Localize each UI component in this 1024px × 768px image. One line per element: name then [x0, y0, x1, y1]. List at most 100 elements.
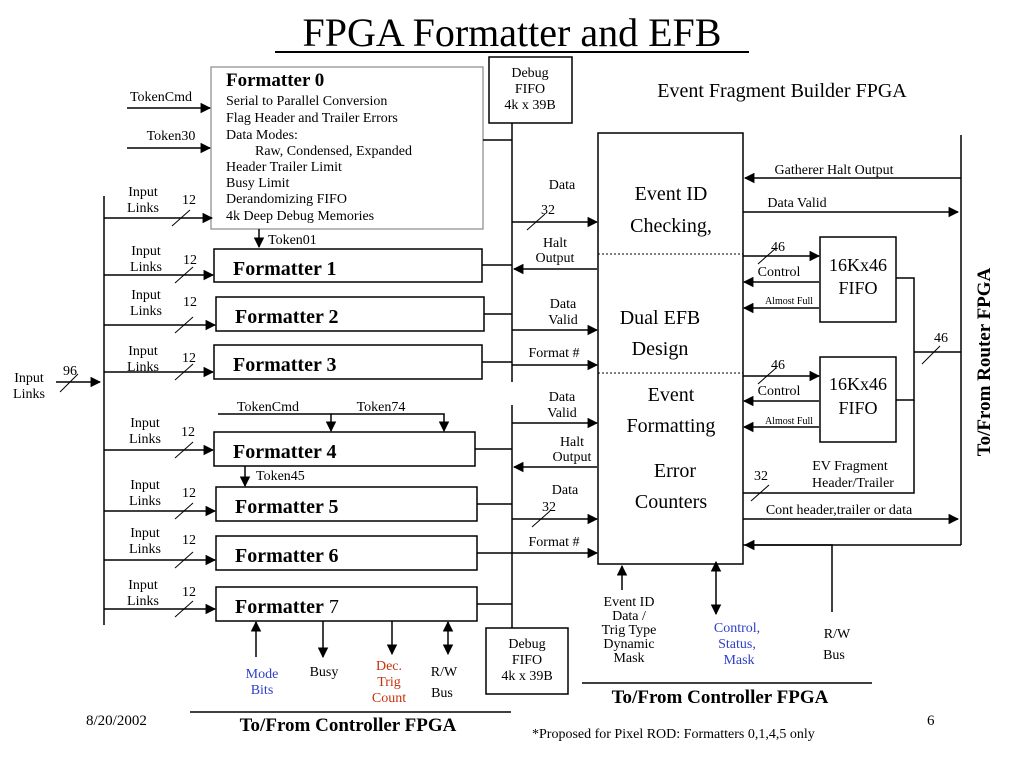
format-label: Format # — [529, 346, 580, 361]
width-slash — [174, 266, 194, 284]
ev-fragment-label: EV Fragment — [812, 459, 888, 474]
debug-fifo-text: 4k x 39B — [501, 669, 552, 684]
input-links-label: Links — [130, 304, 162, 319]
fifo-bottom-box — [819, 356, 897, 443]
rw-bus-right-label: Bus — [823, 648, 845, 663]
data-valid-label: Data — [549, 390, 576, 405]
mode-bits-label: Mode — [246, 667, 279, 682]
formatter-3-label: Formatter 3 — [233, 354, 336, 376]
input-links-label: Input — [130, 526, 160, 541]
input-links-label: Input — [128, 344, 158, 359]
efb-error-text: Error — [654, 460, 697, 482]
input-links-label: Input — [130, 416, 160, 431]
input-links-label: Links — [127, 360, 159, 375]
input-links-main-label: Links — [13, 387, 45, 402]
mode-bits-label: Bits — [251, 683, 274, 698]
formatter-0-line: Data Modes: — [226, 128, 298, 143]
almost-full-label: Almost Full — [765, 296, 813, 307]
data-valid-right-label: Data Valid — [767, 196, 826, 211]
formatter-6-label: Formatter 6 — [235, 545, 338, 567]
width-12-label: 12 — [183, 253, 197, 268]
width-12-label: 12 — [182, 351, 196, 366]
efb-error-text: Counters — [635, 491, 707, 513]
busy-label: Busy — [310, 665, 339, 680]
control-status-label: Control, — [714, 621, 760, 636]
formatter-5-label: Formatter 5 — [235, 496, 338, 518]
efb-center-box — [597, 132, 744, 565]
formatter-1-box — [213, 248, 483, 283]
rw-bus-left-label: Bus — [431, 686, 453, 701]
tokencmd-mid-arrow — [218, 413, 337, 433]
efb-dual-text: Dual EFB — [620, 307, 701, 329]
event-id-data-label: Event ID — [604, 595, 655, 610]
formatter-5-box — [215, 486, 478, 522]
halt-output-label: Output — [553, 450, 592, 465]
fifo-text: 16Kx46 — [829, 374, 887, 394]
width-32-label: 32 — [542, 500, 556, 515]
formatter-0-box — [210, 66, 484, 230]
formatter-0-line: 4k Deep Debug Memories — [226, 209, 374, 224]
event-id-data-label: Trig Type — [602, 623, 657, 638]
width-46-label: 46 — [771, 358, 785, 373]
data-label: Data — [552, 483, 579, 498]
data-valid-label: Data — [550, 297, 577, 312]
token01-label: Token01 — [268, 233, 317, 248]
event-id-data-label: Data / — [612, 609, 646, 624]
cont-header-label: Cont header,trailer or data — [766, 503, 913, 518]
token45-label: Token45 — [256, 469, 305, 484]
width-slash — [174, 600, 194, 618]
debug-fifo-text: Debug — [511, 66, 548, 81]
width-slash — [921, 345, 941, 365]
width-slash — [174, 316, 194, 334]
width-slash — [171, 209, 191, 227]
tokencmd-mid-label: TokenCmd — [237, 400, 299, 415]
width-slash — [174, 502, 194, 520]
width-12-label: 12 — [181, 425, 195, 440]
fifo-merge-line — [896, 277, 915, 401]
formatter-0-title: Formatter 0 — [226, 70, 324, 91]
width-46-label: 46 — [771, 240, 785, 255]
input-links-label: Links — [129, 432, 161, 447]
efb-event-id-text: Checking, — [630, 215, 712, 237]
width-slash — [174, 363, 194, 381]
debug-fifo-text: FIFO — [515, 82, 545, 97]
gatherer-halt-label: Gatherer Halt Output — [775, 163, 894, 178]
input-links-label: Input — [131, 244, 161, 259]
width-slash — [174, 441, 194, 459]
width-96-label: 96 — [63, 364, 77, 379]
efb-title: Event Fragment Builder FPGA — [657, 80, 907, 102]
tokencmd-label: TokenCmd — [130, 90, 192, 105]
dec-trig-count-label: Count — [372, 691, 406, 706]
efb-format-text: Event — [648, 384, 695, 406]
rw-bus-left-label: R/W — [431, 665, 458, 680]
input-links-label: Links — [130, 260, 162, 275]
fifo-top-box — [819, 236, 897, 323]
input-links-label: Input — [128, 185, 158, 200]
footer-note: *Proposed for Pixel ROD: Formatters 0,1,… — [532, 727, 815, 742]
control-status-label: Mask — [723, 653, 754, 668]
fifo-text: FIFO — [838, 278, 877, 298]
width-32-right-label: 32 — [754, 469, 768, 484]
width-32-label: 32 — [541, 203, 555, 218]
ev-fragment-line — [743, 400, 915, 494]
halt-output-label: Halt — [560, 435, 584, 450]
footer-date: 8/20/2002 — [86, 713, 147, 729]
width-12-label: 12 — [182, 193, 196, 208]
data-label: Data — [549, 178, 576, 193]
input-links-label: Links — [127, 201, 159, 216]
event-id-data-label: Dynamic — [603, 637, 654, 652]
formatter-7-name: Formatter — [235, 596, 324, 618]
debug-fifo-text: 4k x 39B — [504, 98, 555, 113]
halt-output-label: Halt — [543, 236, 567, 251]
input-links-label: Input — [128, 578, 158, 593]
efb-format-text: Formatting — [627, 415, 716, 437]
efb-dual-text: Design — [632, 338, 689, 360]
control-label: Control — [758, 384, 801, 399]
width-slash — [757, 367, 777, 385]
event-id-data-label: Mask — [613, 651, 644, 666]
width-slash — [526, 213, 546, 231]
control-status-label: Status, — [718, 637, 756, 652]
width-46-right-label: 46 — [934, 331, 948, 346]
formatter-0-line: Busy Limit — [226, 176, 290, 191]
